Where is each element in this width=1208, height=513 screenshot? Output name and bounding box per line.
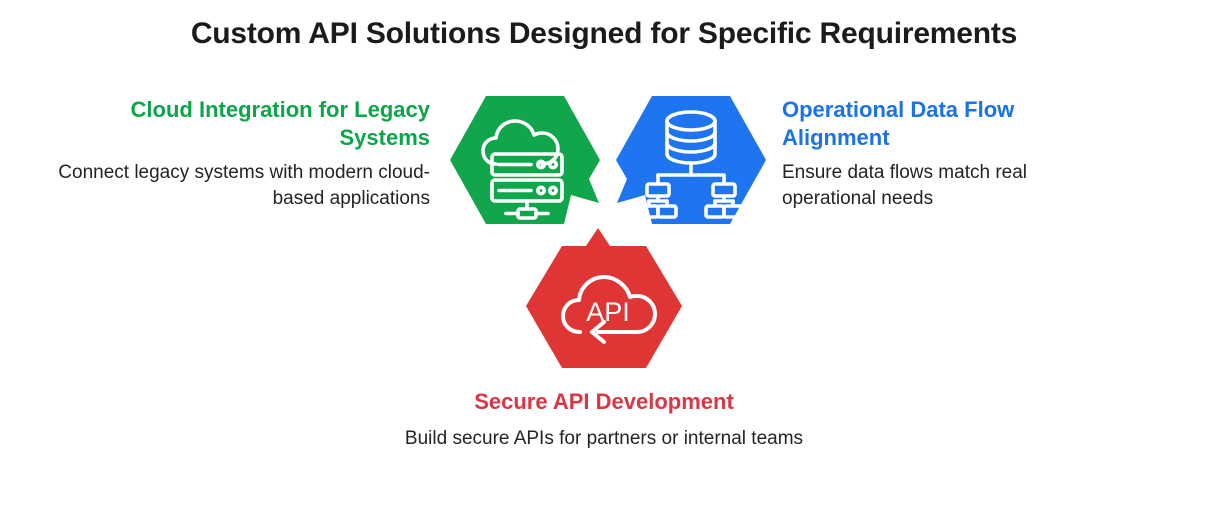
hexagon-badge-cloud-integration	[448, 92, 608, 228]
hexagon-shape-green	[450, 96, 600, 224]
feature-block-secure-api-development: Secure API Development Build secure APIs…	[364, 388, 844, 452]
feature-block-operational-data-flow: Operational Data Flow Alignment Ensure d…	[782, 96, 1112, 212]
hexagon-shape-blue	[616, 96, 766, 224]
database-hierarchy-icon	[638, 110, 744, 219]
hexagon-badge-operational-data-flow	[608, 92, 768, 228]
feature-body-secure-api-development: Build secure APIs for partners or intern…	[404, 428, 804, 450]
api-icon-label: API	[586, 297, 630, 327]
cloud-server-icon	[481, 119, 564, 220]
page-title: Custom API Solutions Designed for Specif…	[190, 17, 1018, 50]
feature-body-cloud-integration: Connect legacy systems with modern cloud…	[58, 162, 430, 209]
feature-heading-secure-api-development: Secure API Development	[474, 389, 734, 414]
feature-heading-operational-data-flow: Operational Data Flow Alignment	[782, 97, 1015, 151]
feature-heading-cloud-integration: Cloud Integration for Legacy Systems	[130, 97, 430, 151]
feature-block-cloud-integration: Cloud Integration for Legacy Systems Con…	[48, 96, 430, 212]
feature-body-operational-data-flow: Ensure data flows match real operational…	[782, 162, 1028, 209]
api-cloud-arrow-icon	[561, 275, 657, 344]
hexagon-badge-secure-api-development: API	[524, 228, 684, 374]
